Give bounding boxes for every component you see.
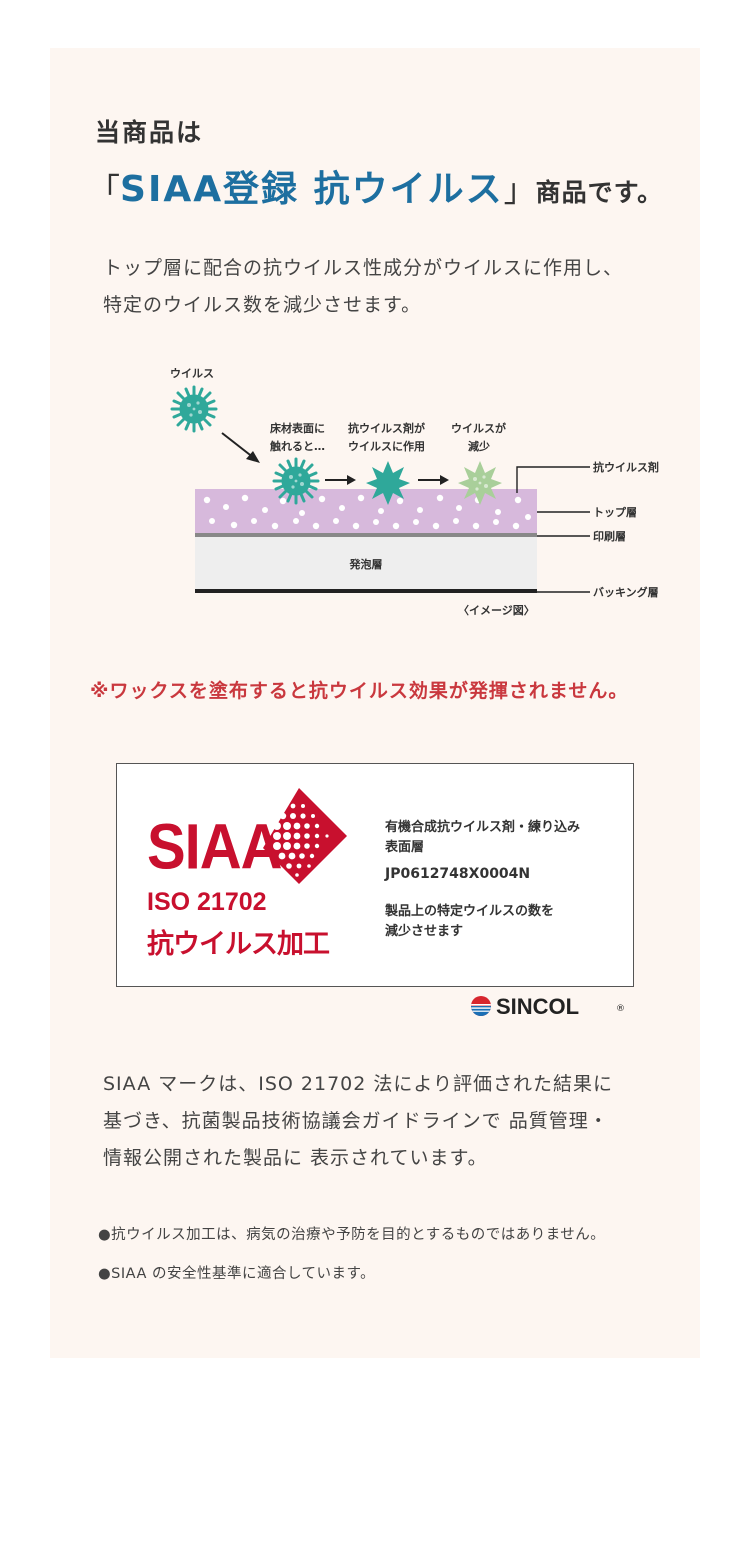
lead-text: 当商品は <box>95 118 204 147</box>
description-line-2: 基づき、抗菌製品技術協議会ガイドラインで 品質管理・ <box>103 1110 609 1132</box>
virus-on-surface-icon <box>272 457 320 505</box>
antiviral-layer-diagram: ウイルス 床材表面に 触れると… 抗ウイルス剤が ウイルスに作用 ウイルスが 減… <box>170 367 659 617</box>
siaa-certification-box: SIAA ISO 21702 抗ウイルス加工 有機合成抗ウイルス剤・練り込み 表… <box>116 763 634 987</box>
description-line-1: SIAA マークは、ISO 21702 法により評価された結果に <box>103 1073 613 1095</box>
virus-reduced-icon <box>458 461 502 505</box>
note-2: ●SIAA の安全性基準に適合しています。 <box>98 1266 376 1282</box>
step3-line-2: 減少 <box>468 439 490 453</box>
description-line-3: 情報公開された製品に 表示されています。 <box>103 1147 488 1169</box>
legend-print: 印刷層 <box>593 530 626 543</box>
virus-icon <box>170 385 218 433</box>
step3-line-1: ウイルスが <box>451 421 506 435</box>
intro-line-1: トップ層に配合の抗ウイルス性成分がウイルスに作用し、 <box>103 257 624 279</box>
siaa-info-line-2: 表面層 <box>385 840 425 855</box>
legend-backing: バッキング層 <box>593 585 659 599</box>
wax-warning: ※ワックスを塗布すると抗ウイルス効果が発揮されません。 <box>90 680 629 702</box>
siaa-logo-text: SIAA <box>147 811 283 883</box>
print-layer <box>195 533 537 537</box>
antiviral-agent-particles <box>203 494 531 530</box>
legend-top: トップ層 <box>593 505 637 519</box>
siaa-effect-line-2: 減少させます <box>385 924 464 939</box>
siaa-description: SIAA マークは、ISO 21702 法により評価された結果に 基づき、抗菌製… <box>103 1066 613 1177</box>
step1-line-2: 触れると… <box>269 439 325 453</box>
siaa-diamond-icon <box>263 788 347 884</box>
intro-text: トップ層に配合の抗ウイルス性成分がウイルスに作用し、 特定のウイルス数を減少させ… <box>103 250 623 324</box>
legend-agent: 抗ウイルス剤 <box>593 460 659 474</box>
sincol-name: SINCOL <box>496 994 580 1019</box>
siaa-info-block: 有機合成抗ウイルス剤・練り込み 表面層 <box>385 818 580 858</box>
arrow-head-icon <box>246 451 260 463</box>
foam-layer <box>195 537 537 589</box>
arrow-right-head-icon-2 <box>440 475 449 485</box>
siaa-iso-standard: ISO 21702 <box>147 888 267 916</box>
siaa-effect-block: 製品上の特定ウイルスの数を 減少させます <box>385 902 554 942</box>
diagram-caption: 〈イメージ図〉 <box>458 603 535 617</box>
intro-line-2: 特定のウイルス数を減少させます。 <box>103 294 422 316</box>
headline-tail: 商品です。 <box>535 178 664 207</box>
siaa-effect-line-1: 製品上の特定ウイルスの数を <box>385 904 555 919</box>
sincol-globe-icon <box>471 996 491 1016</box>
virus-label: ウイルス <box>170 367 214 380</box>
headline-open-bracket: 「 <box>88 171 121 209</box>
foam-layer-label: 発泡層 <box>349 557 383 571</box>
step1-line-1: 床材表面に <box>270 421 325 435</box>
headline-highlight: SIAA登録 抗ウイルス <box>120 169 504 210</box>
content-card <box>50 48 700 1358</box>
siaa-registration-code: JP0612748X0004N <box>385 866 531 882</box>
arrow-right-head-icon <box>347 475 356 485</box>
note-1: ●抗ウイルス加工は、病気の治療や予防を目的とするものではありません。 <box>98 1227 606 1243</box>
headline: 「SIAA登録 抗ウイルス」商品です。 <box>88 160 663 212</box>
agent-leader-line <box>516 466 590 493</box>
headline-close-bracket: 」 <box>503 171 536 209</box>
backing-layer <box>195 589 537 593</box>
step2-line-1: 抗ウイルス剤が <box>348 421 425 435</box>
step2-line-2: ウイルスに作用 <box>348 439 425 453</box>
registered-mark: ® <box>616 1004 625 1014</box>
arrow-down-icon <box>221 432 255 459</box>
virus-acted-icon <box>366 461 410 505</box>
siaa-process-name: 抗ウイルス加工 <box>147 929 330 960</box>
siaa-info-line-1: 有機合成抗ウイルス剤・練り込み <box>385 820 581 835</box>
